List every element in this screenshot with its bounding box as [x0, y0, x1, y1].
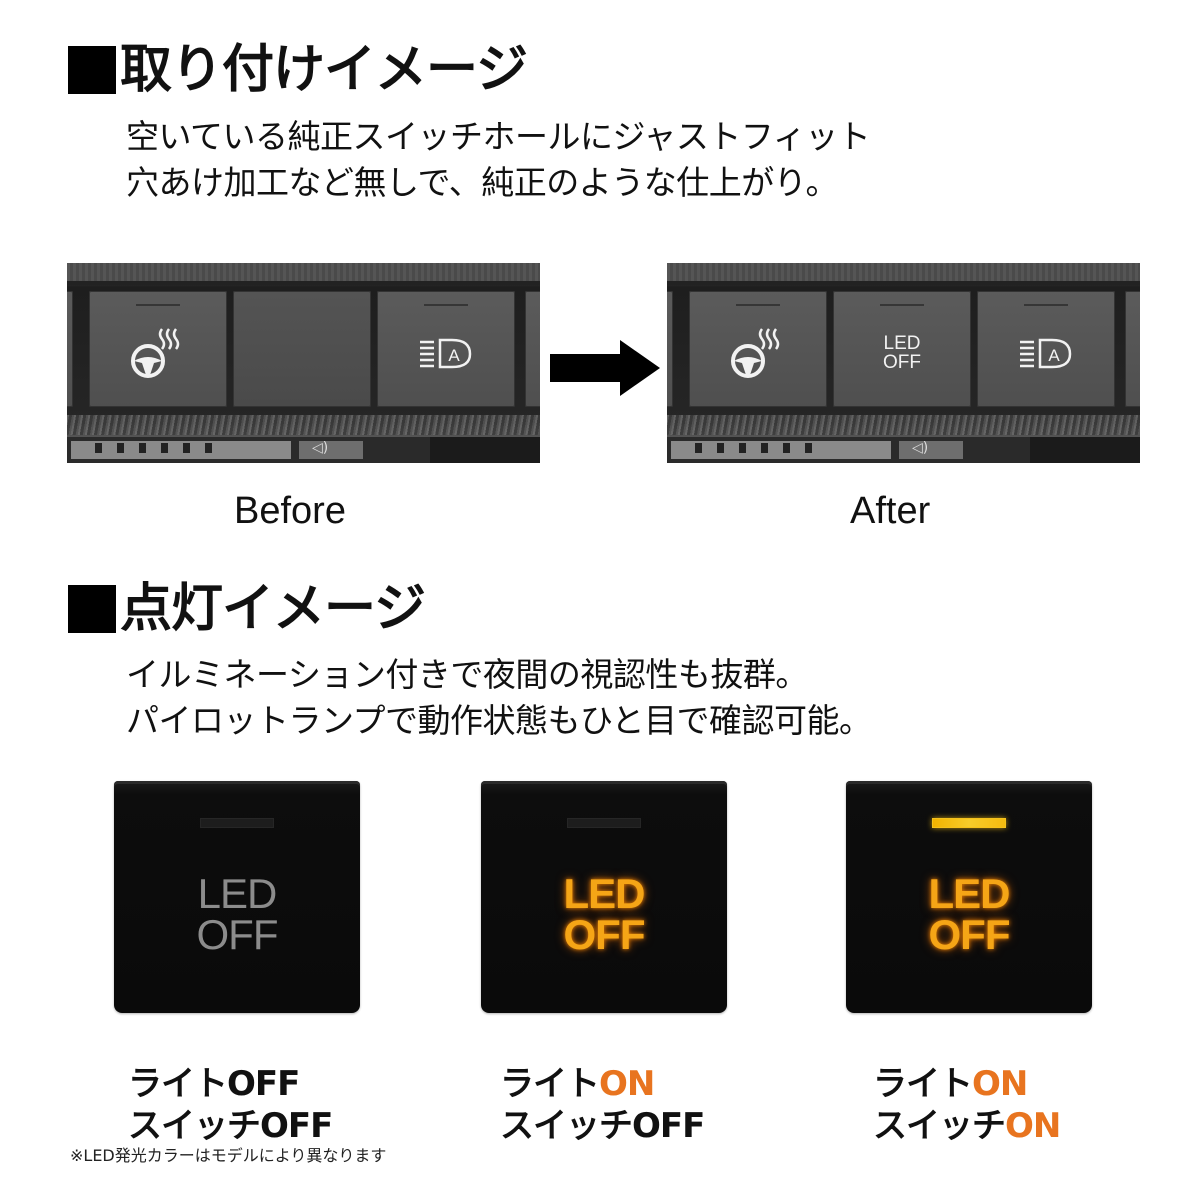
led-switch-light-off-switch-off: LED OFF [114, 781, 360, 1013]
heated-steering-wheel-icon [89, 323, 227, 383]
speaker-panel [299, 441, 363, 459]
indicator-bar [736, 304, 780, 306]
vent-slot [117, 443, 124, 453]
switch-state: スイッチOFF [500, 1106, 705, 1146]
pilot-lamp-off [567, 818, 641, 828]
dash-button-partial [67, 291, 73, 407]
dash-trim [67, 263, 540, 285]
speaker-panel [899, 441, 963, 459]
before-dashboard-photo: A ◁) [67, 263, 540, 463]
section-description: イルミネーション付きで夜間の視認性も抜群。 パイロットランプで動作状態もひと目で… [126, 652, 872, 744]
vent-slot [717, 443, 724, 453]
speaker-icon: ◁) [912, 440, 929, 456]
svg-text:A: A [448, 346, 460, 365]
label-bottom: OFF [196, 911, 279, 958]
section-description: 空いている純正スイッチホールにジャストフィット 穴あけ加工など無しで、純正のよう… [126, 114, 871, 206]
dash-texture [67, 415, 540, 435]
indicator-bar [880, 304, 924, 306]
footnote: ※LED発光カラーはモデルにより異なります [70, 1146, 387, 1165]
description-line: イルミネーション付きで夜間の視認性も抜群。 [126, 655, 808, 694]
label-bottom: OFF [928, 911, 1011, 958]
dash-button-partial [667, 291, 673, 407]
dash-lower-strip: ◁) [667, 437, 1140, 463]
dash-button-partial [525, 291, 540, 407]
after-dashboard-photo: LED OFF A ◁) [667, 263, 1140, 463]
vent-slot [695, 443, 702, 453]
indicator-bar [1024, 304, 1068, 306]
dash-button-heated-steering [89, 291, 227, 407]
dash-button-led-off: LED OFF [833, 291, 971, 407]
after-caption: After [850, 490, 931, 532]
vent-slot [183, 443, 190, 453]
vent-slot [95, 443, 102, 453]
dash-button-partial [1125, 291, 1140, 407]
led-off-label: LED OFF [833, 323, 971, 383]
before-caption: Before [234, 490, 346, 532]
pilot-lamp-on [932, 818, 1006, 828]
auto-high-beam-icon: A [977, 323, 1115, 383]
section-title: 点灯イメージ [120, 579, 426, 639]
description-line: パイロットランプで動作状態もひと目で確認可能。 [126, 701, 872, 740]
led-off-label: LED OFF [481, 870, 727, 958]
square-bullet-icon [68, 46, 116, 94]
switch-value: OFF [260, 1106, 333, 1146]
right-arrow-icon [550, 340, 660, 396]
led-switch-light-on-switch-off: LED OFF [481, 781, 727, 1013]
vent-slot [761, 443, 768, 453]
light-state: ライトON [873, 1064, 1028, 1104]
svg-text:A: A [1048, 346, 1060, 365]
description-line: 穴あけ加工など無しで、純正のような仕上がり。 [126, 163, 839, 202]
vent-slot [739, 443, 746, 453]
dash-shadow [430, 437, 540, 463]
dash-button-auto-high-beam: A [977, 291, 1115, 407]
light-value: OFF [227, 1064, 300, 1104]
section-title: 取り付けイメージ [120, 40, 528, 100]
led-switch-light-on-switch-on: LED OFF [846, 781, 1092, 1013]
light-state: ライトON [500, 1064, 655, 1104]
label-top: LED [928, 870, 1011, 917]
section-heading-installation: 取り付けイメージ [68, 40, 528, 100]
heated-steering-wheel-icon [689, 323, 827, 383]
indicator-bar [424, 304, 468, 306]
switch-state: スイッチON [873, 1106, 1061, 1146]
dash-button-heated-steering [689, 291, 827, 407]
state-caption: ライトOFF スイッチOFF [128, 1063, 333, 1147]
switch-value: OFF [632, 1106, 705, 1146]
dash-shadow [1030, 437, 1140, 463]
vent-slot [139, 443, 146, 453]
switch-value: ON [1005, 1106, 1061, 1146]
state-caption: ライトON スイッチON [873, 1063, 1061, 1147]
vent-slot [805, 443, 812, 453]
dash-trim [667, 263, 1140, 285]
vent-strip [71, 441, 291, 459]
vent-slot [161, 443, 168, 453]
pilot-lamp-off [200, 818, 274, 828]
switch-state: スイッチOFF [128, 1106, 333, 1146]
indicator-bar [136, 304, 180, 306]
vent-slot [205, 443, 212, 453]
label-top: LED [563, 870, 646, 917]
led-label-top: LED [883, 333, 921, 354]
square-bullet-icon [68, 585, 116, 633]
light-state: ライトOFF [128, 1064, 300, 1104]
led-off-label: LED OFF [846, 870, 1092, 958]
dash-blank-cover [233, 291, 371, 407]
dash-lower-strip: ◁) [67, 437, 540, 463]
description-line: 空いている純正スイッチホールにジャストフィット [126, 117, 871, 156]
vent-strip [671, 441, 891, 459]
label-bottom: OFF [563, 911, 646, 958]
state-caption: ライトON スイッチOFF [500, 1063, 705, 1147]
dash-texture [667, 415, 1140, 435]
vent-slot [783, 443, 790, 453]
led-label-bottom: OFF [883, 352, 921, 373]
led-off-label: LED OFF [114, 870, 360, 958]
label-top: LED [197, 870, 278, 917]
section-heading-illumination: 点灯イメージ [68, 579, 426, 639]
speaker-icon: ◁) [312, 440, 329, 456]
light-value: ON [972, 1064, 1028, 1104]
light-value: ON [599, 1064, 655, 1104]
auto-high-beam-icon: A [377, 323, 515, 383]
dash-button-auto-high-beam: A [377, 291, 515, 407]
